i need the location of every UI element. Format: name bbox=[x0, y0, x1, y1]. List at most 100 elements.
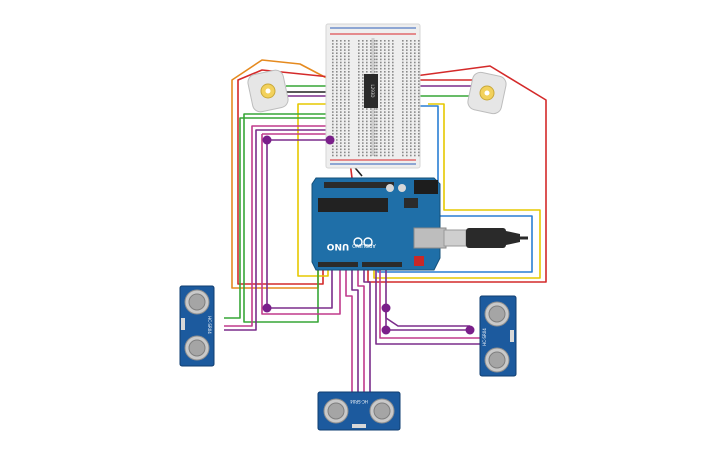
breadboard-hole bbox=[384, 129, 386, 132]
breadboard-hole bbox=[392, 46, 394, 48]
wire-magenta-sensor-left[interactable] bbox=[224, 125, 330, 327]
breadboard-hole bbox=[362, 43, 364, 45]
breadboard-hole bbox=[362, 58, 364, 61]
junction-dot[interactable] bbox=[262, 135, 272, 145]
breadboard-hole bbox=[380, 61, 382, 64]
breadboard-hole bbox=[418, 83, 420, 85]
dc-jack-icon[interactable] bbox=[414, 180, 438, 194]
breadboard-hole bbox=[392, 129, 394, 132]
breadboard-hole bbox=[384, 123, 386, 126]
junction-dot[interactable] bbox=[381, 325, 391, 335]
breadboard-hole bbox=[392, 108, 394, 110]
junction-dot[interactable] bbox=[381, 303, 391, 313]
junction-dot[interactable] bbox=[325, 135, 335, 145]
breadboard-hole bbox=[418, 151, 420, 154]
wire-purple-sensor-bottom-d[interactable] bbox=[363, 268, 371, 392]
breadboard-hole bbox=[410, 145, 412, 147]
usb-cable[interactable] bbox=[443, 228, 528, 248]
breadboard-hole bbox=[366, 145, 368, 147]
breadboard-hole bbox=[402, 64, 404, 67]
wire-purple-sensor-bottom-b[interactable] bbox=[351, 268, 359, 392]
breadboard-hole bbox=[358, 133, 360, 135]
breadboard-hole bbox=[380, 80, 382, 82]
breadboard-hole bbox=[374, 49, 376, 51]
crystal bbox=[181, 318, 185, 330]
arduino-uno[interactable]: ARDUINO UNO bbox=[311, 177, 447, 271]
breadboard-hole bbox=[414, 58, 416, 61]
breadboard-hole bbox=[336, 67, 338, 70]
breadboard-hole bbox=[418, 92, 420, 95]
analog-header[interactable] bbox=[362, 262, 402, 267]
breadboard-hole bbox=[344, 83, 346, 85]
breadboard-hole bbox=[414, 80, 416, 82]
breadboard-hole bbox=[340, 123, 342, 126]
wire-purple-junction-right[interactable] bbox=[385, 308, 470, 327]
breadboard-hole bbox=[402, 52, 404, 54]
breadboard-hole bbox=[418, 133, 420, 135]
breadboard-hole bbox=[344, 142, 346, 144]
wire-yellow-left[interactable] bbox=[297, 103, 330, 277]
wire-purple-sensor-right-b[interactable] bbox=[375, 268, 480, 345]
breadboard-hole bbox=[370, 43, 372, 45]
wire-magenta-sensor-bottom-c[interactable] bbox=[357, 268, 365, 392]
wire-green-sensor-left-b[interactable] bbox=[243, 113, 330, 323]
wire-magenta-sensor-right[interactable] bbox=[379, 268, 480, 339]
breadboard-hole bbox=[358, 83, 360, 85]
wire-green-sensor-left-a[interactable] bbox=[224, 117, 330, 319]
junction-dot[interactable] bbox=[465, 325, 475, 335]
breadboard-hole bbox=[374, 67, 376, 70]
reset-button[interactable] bbox=[414, 256, 424, 266]
breadboard-hole bbox=[362, 139, 364, 141]
breadboard-hole bbox=[414, 126, 416, 129]
breadboard-hole bbox=[406, 102, 408, 104]
breadboard-hole bbox=[402, 154, 404, 157]
breadboard-hole bbox=[348, 126, 350, 129]
breadboard-hole bbox=[388, 129, 390, 132]
breadboard-hole bbox=[344, 74, 346, 76]
breadboard-hole bbox=[332, 46, 334, 48]
breadboard-hole bbox=[380, 105, 382, 107]
breadboard-hole bbox=[332, 77, 334, 79]
breadboard-hole bbox=[376, 139, 378, 141]
breadboard-hole bbox=[332, 92, 334, 95]
breadboard[interactable]: L293D bbox=[325, 23, 421, 169]
digital-header[interactable] bbox=[324, 182, 394, 188]
wire-red-right[interactable] bbox=[367, 65, 547, 283]
wire-blue-right[interactable] bbox=[377, 105, 533, 273]
breadboard-hole bbox=[418, 58, 420, 61]
dc-motor-left[interactable] bbox=[246, 69, 289, 114]
power-header[interactable] bbox=[318, 262, 358, 267]
breadboard-hole bbox=[384, 114, 386, 116]
breadboard-hole bbox=[376, 61, 378, 64]
junction-dot[interactable] bbox=[262, 303, 272, 313]
ultrasonic-sensor-left[interactable]: HC-SR04 bbox=[179, 285, 215, 367]
breadboard-hole bbox=[370, 46, 372, 48]
wire-purple-drop[interactable] bbox=[266, 140, 333, 309]
wire-purple-sensor-left[interactable] bbox=[224, 129, 330, 331]
ultrasonic-sensor-bottom[interactable]: HC-SR04 bbox=[317, 391, 401, 431]
breadboard-hole bbox=[366, 151, 368, 154]
breadboard-hole bbox=[336, 133, 338, 135]
breadboard-hole bbox=[406, 120, 408, 123]
breadboard-hole bbox=[344, 64, 346, 67]
wire-magenta-drop[interactable] bbox=[261, 134, 341, 315]
motor-driver-ic[interactable] bbox=[364, 74, 378, 108]
wire-magenta-junction[interactable] bbox=[262, 133, 331, 150]
arduino-model-text: UNO bbox=[326, 241, 349, 251]
breadboard-hole bbox=[362, 55, 364, 58]
breadboard-hole bbox=[374, 108, 376, 110]
wire-magenta-sensor-bottom-a[interactable] bbox=[345, 268, 353, 392]
breadboard-hole bbox=[406, 136, 408, 138]
breadboard-hole bbox=[410, 86, 412, 89]
breadboard-hole bbox=[388, 142, 390, 144]
breadboard-hole bbox=[388, 148, 390, 151]
breadboard-hole bbox=[348, 67, 350, 70]
breadboard-hole bbox=[336, 86, 338, 89]
breadboard-hole bbox=[392, 40, 394, 42]
breadboard-hole bbox=[344, 151, 346, 154]
wire-yellow-right[interactable] bbox=[373, 103, 541, 279]
ultrasonic-sensor-right[interactable]: HC-SR04 bbox=[479, 295, 517, 377]
usb-port[interactable] bbox=[413, 227, 447, 249]
breadboard-hole bbox=[376, 108, 378, 110]
dc-motor-right[interactable] bbox=[466, 71, 507, 115]
